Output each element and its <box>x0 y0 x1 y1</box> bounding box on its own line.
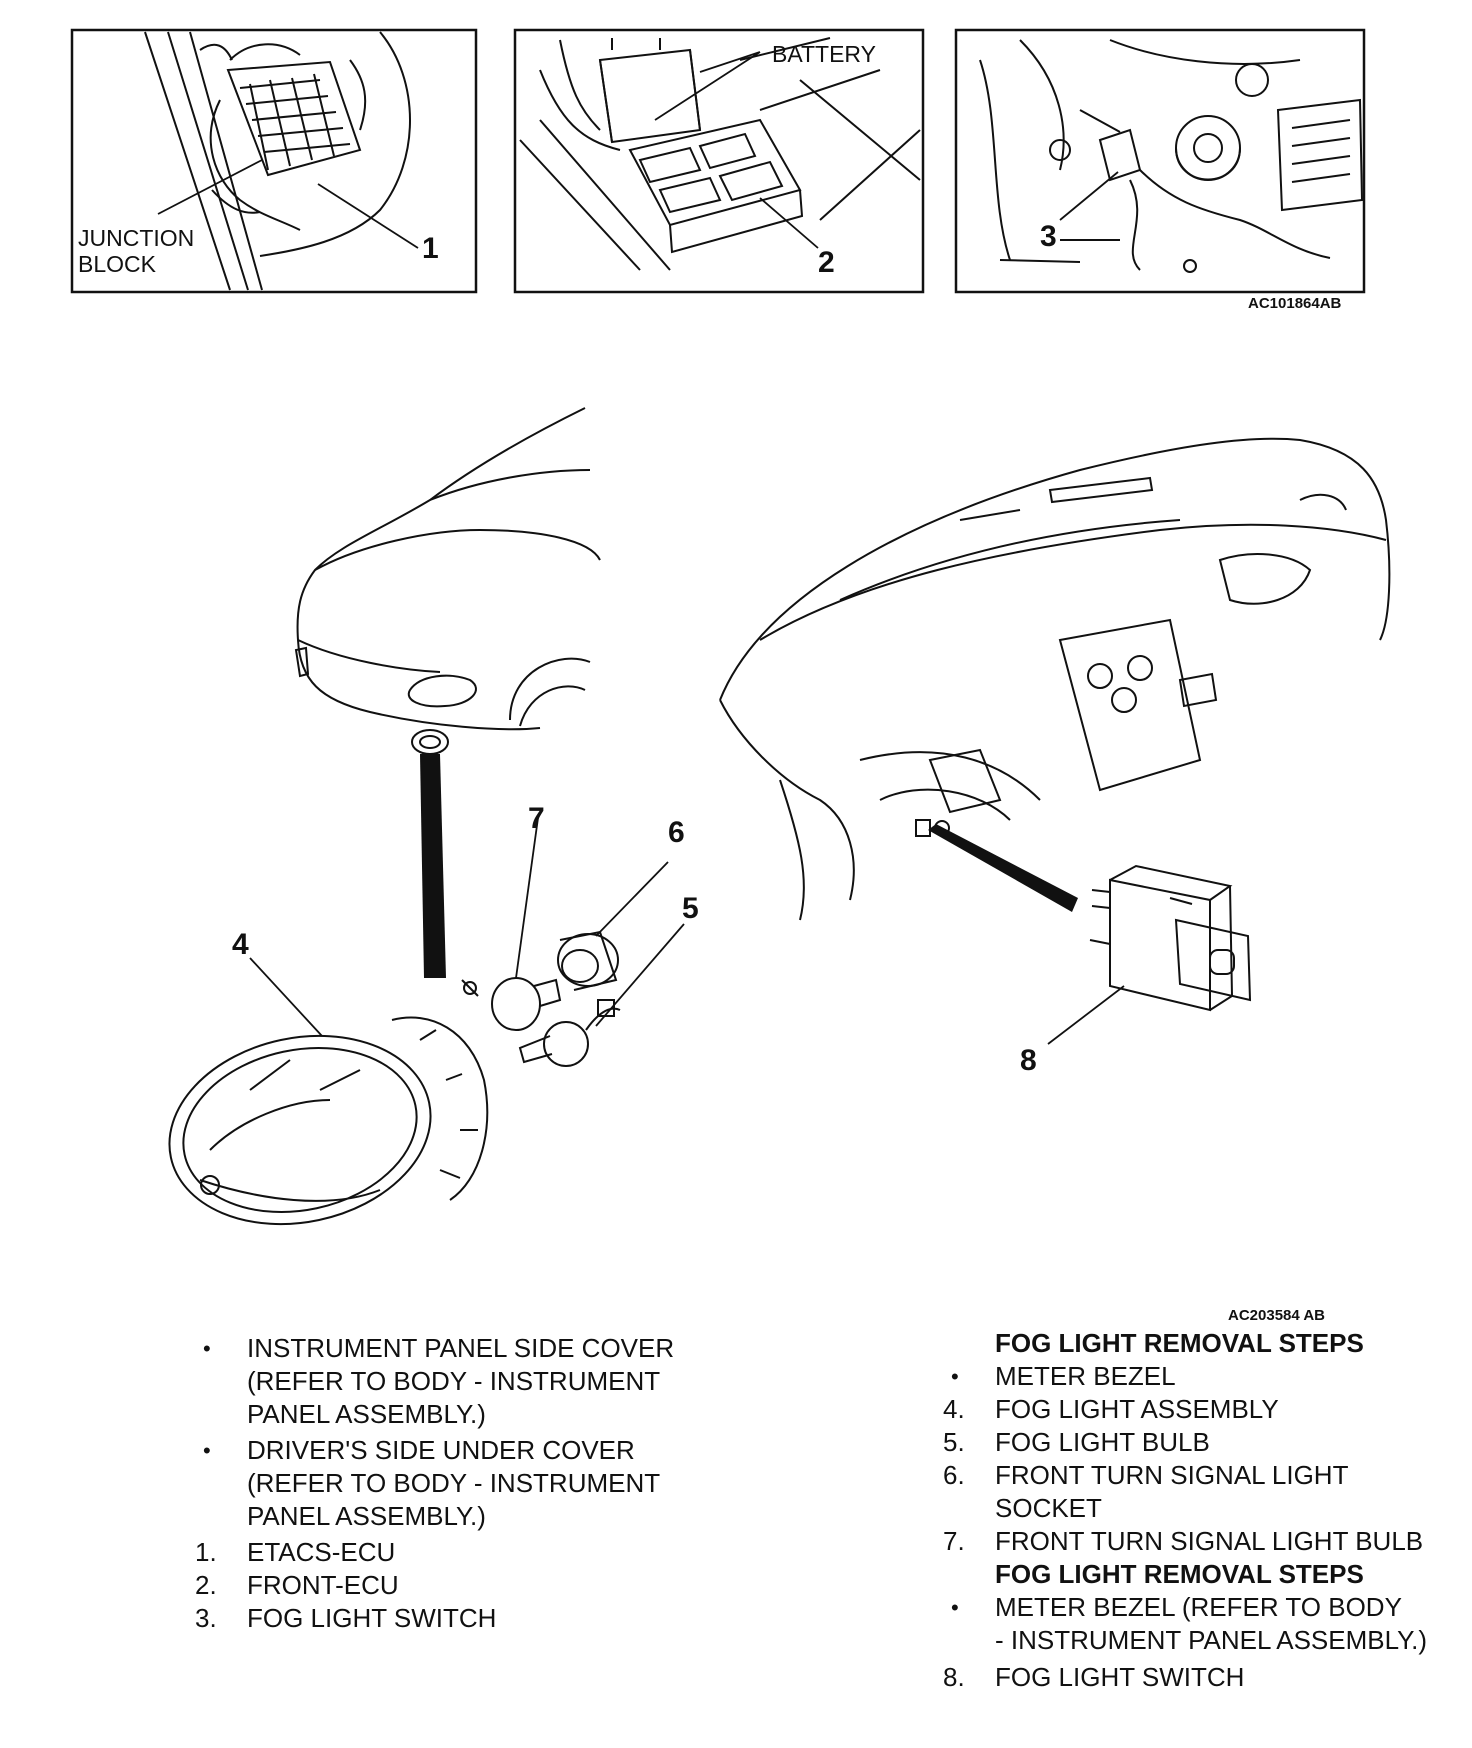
list-item-text: FOG LIGHT BULB <box>995 1427 1210 1457</box>
list-item-text: FRONT TURN SIGNAL LIGHT <box>995 1460 1349 1490</box>
callout-3: 3 <box>1040 220 1057 253</box>
callout-6: 6 <box>668 816 685 849</box>
list-item-text: METER BEZEL <box>995 1361 1176 1391</box>
list-item-text: ETACS-ECU <box>247 1537 396 1567</box>
callout-2: 2 <box>818 246 835 279</box>
list-marker: 2. <box>195 1570 217 1600</box>
inset-panel-junction-block <box>70 28 478 294</box>
list-item: - INSTRUMENT PANEL ASSEMBLY.) <box>943 1624 1463 1657</box>
figure-code-top: AC101864AB <box>1248 295 1342 312</box>
list-item: SOCKET <box>943 1492 1463 1525</box>
inset-panel-switch <box>954 28 1366 294</box>
callout-5: 5 <box>682 892 699 925</box>
list-item: PANEL ASSEMBLY.) <box>195 1500 755 1533</box>
list-item-text: FOG LIGHT SWITCH <box>995 1662 1245 1692</box>
list-item: 8. FOG LIGHT SWITCH <box>943 1661 1463 1694</box>
bulbs-and-socket <box>461 930 621 1067</box>
leader-4 <box>249 957 323 1037</box>
list-item-text: FRONT-ECU <box>247 1570 399 1600</box>
list-item-text: PANEL ASSEMBLY.) <box>247 1501 486 1531</box>
list-item-text: DRIVER'S SIDE UNDER COVER <box>247 1435 635 1465</box>
list-marker: 4. <box>943 1394 965 1424</box>
list-item-text: SOCKET <box>995 1493 1102 1523</box>
list-marker: • <box>951 1595 959 1620</box>
list-item: (REFER TO BODY - INSTRUMENT <box>195 1365 755 1398</box>
leader-7 <box>515 817 539 979</box>
list-heading: FOG LIGHT REMOVAL STEPS <box>943 1558 1463 1591</box>
list-item: 4. FOG LIGHT ASSEMBLY <box>943 1393 1463 1426</box>
car-front-illustration <box>294 407 601 755</box>
list-item: 2. FRONT-ECU <box>195 1569 755 1602</box>
list-item: • INSTRUMENT PANEL SIDE COVER <box>195 1332 755 1365</box>
dashboard-illustration <box>719 437 1391 921</box>
fog-light-assembly <box>168 1016 489 1226</box>
list-marker: 1. <box>195 1537 217 1567</box>
list-marker: 8. <box>943 1662 965 1692</box>
figure-code-bottom: AC203584 AB <box>1228 1307 1325 1324</box>
list-item-text: PANEL ASSEMBLY.) <box>247 1399 486 1429</box>
list-item: PANEL ASSEMBLY.) <box>195 1398 755 1431</box>
callout-8: 8 <box>1020 1044 1037 1077</box>
list-marker: • <box>203 1336 211 1361</box>
junction-block-label-line1: JUNCTION <box>78 225 194 251</box>
list-heading: FOG LIGHT REMOVAL STEPS <box>943 1327 1463 1360</box>
list-item-text: FOG LIGHT SWITCH <box>247 1603 497 1633</box>
list-marker: • <box>951 1364 959 1389</box>
list-item: 7. FRONT TURN SIGNAL LIGHT BULB <box>943 1525 1463 1558</box>
list-item: 6. FRONT TURN SIGNAL LIGHT <box>943 1459 1463 1492</box>
list-marker: 5. <box>943 1427 965 1457</box>
list-item: • METER BEZEL <box>943 1360 1463 1393</box>
list-item-text: (REFER TO BODY - INSTRUMENT <box>247 1366 661 1396</box>
list-item: (REFER TO BODY - INSTRUMENT <box>195 1467 755 1500</box>
leader-6 <box>595 861 669 937</box>
legend-list-right: FOG LIGHT REMOVAL STEPS • METER BEZEL 4. F… <box>943 1327 1463 1694</box>
list-marker: 6. <box>943 1460 965 1490</box>
location-pointer-fog-lamp <box>420 754 446 978</box>
battery-label: BATTERY <box>772 41 876 67</box>
list-item: • DRIVER'S SIDE UNDER COVER <box>195 1434 755 1467</box>
callout-7: 7 <box>528 802 545 835</box>
leader-8 <box>1047 985 1125 1045</box>
list-item: 5. FOG LIGHT BULB <box>943 1426 1463 1459</box>
list-item-text: (REFER TO BODY - INSTRUMENT <box>247 1468 661 1498</box>
legend-list-left: • INSTRUMENT PANEL SIDE COVER (REFER TO B… <box>195 1332 755 1635</box>
list-heading-text: FOG LIGHT REMOVAL STEPS <box>995 1328 1364 1358</box>
list-item-text: INSTRUMENT PANEL SIDE COVER <box>247 1333 675 1363</box>
list-heading-text: FOG LIGHT REMOVAL STEPS <box>995 1559 1364 1589</box>
list-item: 1. ETACS-ECU <box>195 1536 755 1569</box>
list-marker: 3. <box>195 1603 217 1633</box>
list-marker: • <box>203 1438 211 1463</box>
junction-block-label-line2: BLOCK <box>78 251 157 277</box>
fog-light-switch <box>1089 864 1252 1012</box>
list-item-text: METER BEZEL (REFER TO BODY <box>995 1592 1402 1622</box>
inset-panel-battery <box>513 28 925 294</box>
callout-1: 1 <box>422 232 439 265</box>
list-item-text: FOG LIGHT ASSEMBLY <box>995 1394 1279 1424</box>
list-item: • METER BEZEL (REFER TO BODY <box>943 1591 1463 1624</box>
list-item-text: - INSTRUMENT PANEL ASSEMBLY.) <box>995 1625 1427 1655</box>
callout-4: 4 <box>232 928 249 961</box>
leader-5 <box>595 923 685 1027</box>
list-marker: 7. <box>943 1526 965 1556</box>
location-pointer-switch <box>928 824 1078 912</box>
list-item: 3. FOG LIGHT SWITCH <box>195 1602 755 1635</box>
list-item-text: FRONT TURN SIGNAL LIGHT BULB <box>995 1526 1424 1556</box>
